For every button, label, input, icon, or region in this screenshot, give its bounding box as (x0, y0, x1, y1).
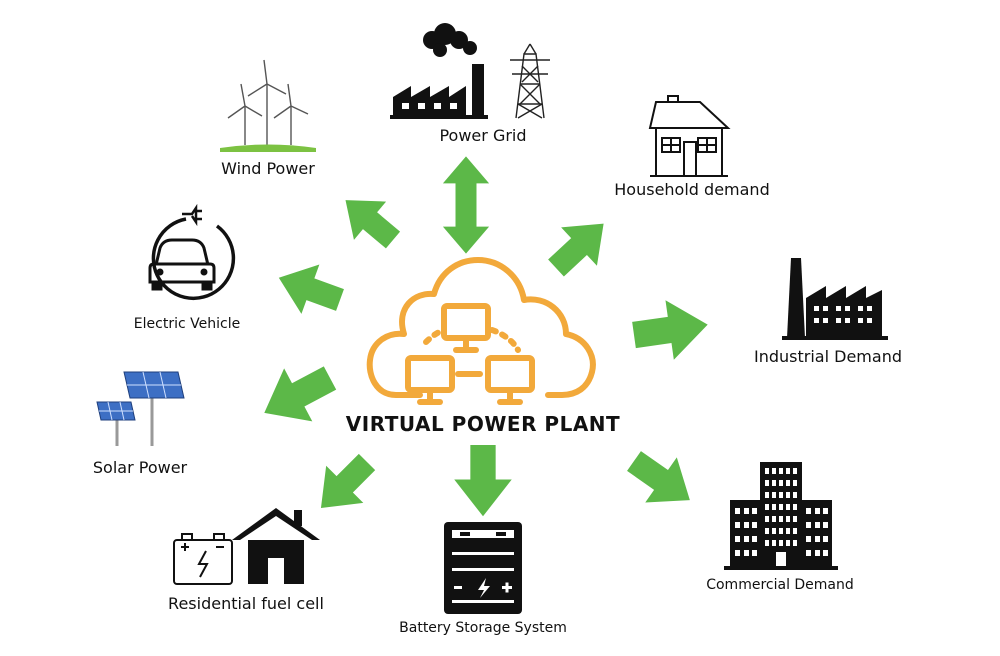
label-residential-fuel-cell: Residential fuel cell (168, 594, 324, 613)
solar-panel-icon (96, 371, 185, 446)
arrow-household (538, 204, 622, 288)
arrow-battery-storage (454, 445, 512, 517)
wind-turbine-icon (220, 59, 316, 152)
arrow-commercial (618, 438, 706, 523)
label-household-demand: Household demand (614, 180, 770, 199)
office-building-icon (724, 462, 838, 570)
label-commercial-demand: Commercial Demand (706, 577, 854, 593)
fuel-cell-home-icon (173, 508, 320, 585)
center-title: VIRTUAL POWER PLANT (345, 412, 621, 436)
arrow-industrial (629, 294, 712, 365)
battery-icon (444, 522, 522, 614)
flow-arrows (250, 156, 712, 527)
factory-icon (782, 258, 888, 340)
label-wind-power: Wind Power (221, 159, 315, 178)
label-electric-vehicle: Electric Vehicle (133, 316, 241, 332)
arrow-wind-power (329, 180, 410, 260)
arrow-electric-vehicle (269, 253, 349, 325)
arrow-power-grid (442, 156, 490, 254)
label-industrial-demand: Industrial Demand (754, 347, 902, 366)
cloud-icon (366, 257, 596, 405)
electric-vehicle-icon (148, 203, 236, 301)
house-icon (648, 95, 731, 177)
arrow-solar-power (250, 351, 345, 440)
arrow-residential-fuel-cell (302, 443, 386, 527)
label-solar-power: Solar Power (92, 458, 188, 477)
factory-pylon-icon (390, 23, 550, 119)
label-power-grid: Power Grid (439, 126, 527, 145)
label-battery-storage: Battery Storage System (399, 620, 567, 636)
